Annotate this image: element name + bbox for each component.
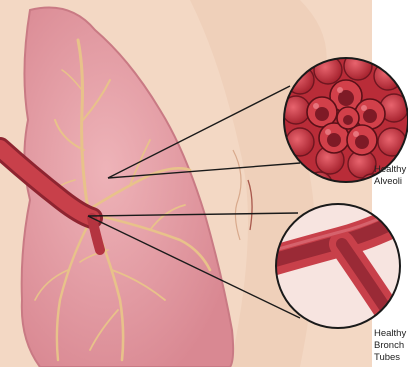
healthy-alveoli-label: Healthy Alveoli bbox=[374, 164, 406, 188]
bronchial-label-line-3: Tubes bbox=[374, 352, 406, 364]
alveoli-label-line-2: Alveoli bbox=[374, 176, 406, 188]
bronchial-label-line-2: Bronch bbox=[374, 340, 406, 352]
alveoli-label-line-1: Healthy bbox=[374, 164, 406, 176]
healthy-bronchial-tubes-label: Healthy Bronch Tubes bbox=[374, 328, 406, 364]
bronchial-label-line-1: Healthy bbox=[374, 328, 406, 340]
